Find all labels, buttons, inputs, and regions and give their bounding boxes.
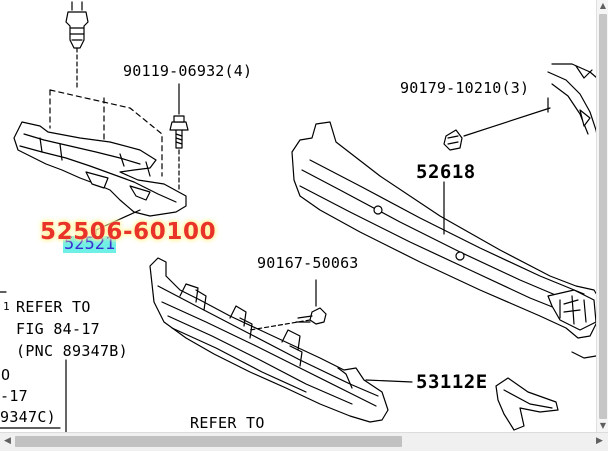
label-90179-10210: 90179-10210(3) <box>400 79 530 97</box>
ref1-marker: 1 <box>3 300 10 313</box>
ref1-line3: (PNC 89347B) <box>16 342 128 360</box>
ref2-line3: 9347C) <box>0 408 56 426</box>
label-90119-06932: 90119-06932(4) <box>123 62 253 80</box>
ref1-line2: FIG 84-17 <box>16 320 100 338</box>
ref1-line1: REFER TO <box>16 298 91 316</box>
label-53112e: 53112E <box>416 371 488 393</box>
vertical-scroll-thumb[interactable] <box>599 14 607 419</box>
bolt-90119 <box>169 83 189 193</box>
highlight-sub-label: 52521 <box>63 234 117 254</box>
vertical-scrollbar[interactable]: ▲ ▼ <box>596 0 608 432</box>
screw-90167 <box>249 279 327 331</box>
small-bracket <box>495 351 597 431</box>
horizontal-scroll-thumb[interactable] <box>15 436 402 447</box>
lower-shield-part <box>13 121 187 217</box>
clip-90179 <box>443 97 551 151</box>
diagram-viewport: 90119-06932(4) 90179-10210(3) 52618 9016… <box>0 0 608 432</box>
label-52618: 52618 <box>416 161 476 183</box>
horizontal-scrollbar[interactable]: ◀ ▶ <box>0 432 608 451</box>
clip-retainer <box>65 1 89 91</box>
reference-brackets <box>0 291 67 432</box>
lower-grille <box>149 257 413 423</box>
scroll-left-icon[interactable]: ◀ <box>4 436 11 446</box>
ref2-line2: -17 <box>0 387 28 405</box>
scroll-right-icon[interactable]: ▶ <box>596 436 603 446</box>
parts-diagram <box>0 1 607 432</box>
label-90167-50063: 90167-50063 <box>257 254 359 272</box>
highlight-part-number: 52506-60100 <box>40 219 217 245</box>
scroll-up-icon[interactable]: ▲ <box>599 1 607 10</box>
ref3-line1: REFER TO <box>190 414 265 432</box>
bumper-reinforcement <box>291 121 601 339</box>
ref2-line1: O <box>1 366 11 384</box>
scroll-down-icon[interactable]: ▼ <box>599 421 607 430</box>
shield-dashed-outline <box>49 89 163 177</box>
